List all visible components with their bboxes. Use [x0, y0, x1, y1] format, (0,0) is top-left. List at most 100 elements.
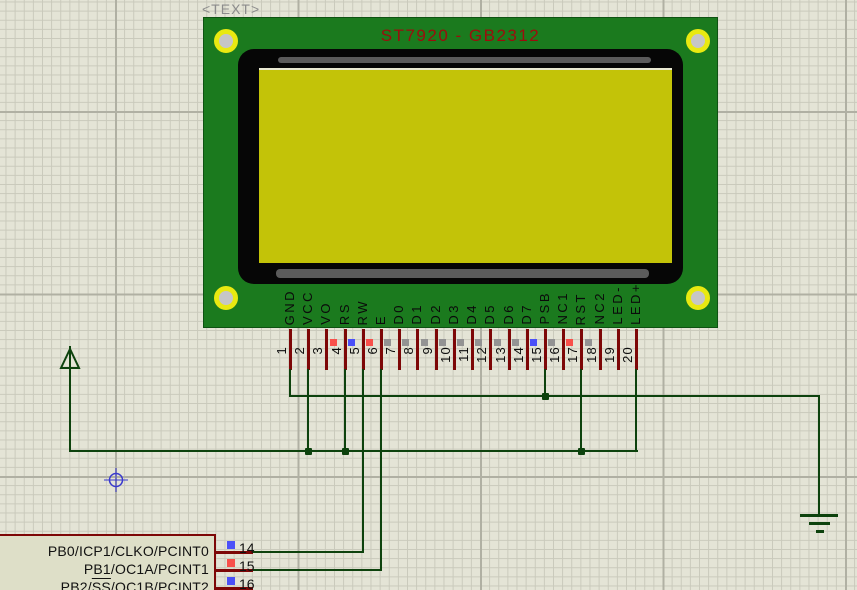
mcu-pin-number: 14: [239, 540, 255, 556]
lcd-pin-name: PSB: [537, 291, 552, 325]
lcd-pin-stub[interactable]: [307, 329, 310, 370]
wire-segment[interactable]: [69, 450, 638, 452]
lcd-pin-stub[interactable]: [617, 329, 620, 370]
lcd-pin-stub[interactable]: [580, 329, 583, 370]
lcd-pin-stub[interactable]: [325, 329, 328, 370]
lcd-pin-number: 18: [584, 346, 599, 363]
lcd-pin-stub[interactable]: [544, 329, 547, 370]
lcd-pin-number: 16: [547, 346, 562, 363]
logic-state-indicator: [402, 339, 409, 346]
lcd-pin-stub[interactable]: [398, 329, 401, 370]
lcd-pin-stub[interactable]: [526, 329, 529, 370]
lcd-pin-number: 5: [347, 346, 362, 355]
lcd-pin-number: 13: [493, 346, 508, 363]
lcd-pin-number: 1: [274, 346, 289, 355]
lcd-pin-stub[interactable]: [344, 329, 347, 370]
lcd-pin-name: LED+: [628, 282, 643, 325]
logic-state-indicator: [566, 339, 573, 346]
lcd-pin-stub[interactable]: [635, 329, 638, 370]
lcd-pin-name: D5: [482, 303, 497, 325]
logic-state-indicator: [227, 559, 235, 567]
lcd-module[interactable]: ST7920 - GB2312: [203, 17, 718, 328]
lcd-pin-number: 7: [383, 346, 398, 355]
lcd-pin-stub[interactable]: [489, 329, 492, 370]
lcd-pin-name: RS: [337, 301, 352, 325]
wire-segment[interactable]: [344, 369, 346, 452]
lcd-pin-stub[interactable]: [562, 329, 565, 370]
lcd-pin-stub[interactable]: [453, 329, 456, 370]
lcd-pin-number: 3: [310, 346, 325, 355]
origin-marker: [104, 468, 128, 492]
logic-state-indicator: [475, 339, 482, 346]
lcd-screen: [259, 68, 672, 263]
wire-junction: [305, 448, 312, 455]
lcd-pin-name: D0: [391, 303, 406, 325]
wire-segment[interactable]: [289, 395, 820, 397]
wire-junction: [542, 393, 549, 400]
lcd-pin-stub[interactable]: [508, 329, 511, 370]
logic-state-indicator: [457, 339, 464, 346]
logic-state-indicator: [548, 339, 555, 346]
wire-segment[interactable]: [544, 369, 546, 396]
lcd-pin-number: 11: [456, 346, 471, 362]
lcd-pin-stub[interactable]: [599, 329, 602, 370]
mcu-pin-stub[interactable]: [216, 551, 253, 554]
lcd-pin-stub[interactable]: [380, 329, 383, 370]
mcu-pin-number: 16: [239, 576, 255, 590]
wire-segment[interactable]: [307, 369, 309, 452]
lcd-pin-number: 6: [365, 346, 380, 355]
wire-segment[interactable]: [635, 369, 637, 452]
text-annotation: <TEXT>: [202, 1, 261, 17]
logic-state-indicator: [330, 339, 337, 346]
lcd-pin-name: D1: [409, 303, 424, 325]
lcd-pin-number: 15: [529, 346, 544, 363]
lcd-pin-name: RW: [355, 298, 370, 325]
mounting-hole: [686, 29, 710, 53]
lcd-pin-stub[interactable]: [471, 329, 474, 370]
wire-segment[interactable]: [289, 369, 291, 397]
lcd-pin-name: D7: [519, 303, 534, 325]
wire-segment[interactable]: [253, 551, 363, 553]
logic-state-indicator: [421, 339, 428, 346]
wire-segment[interactable]: [580, 369, 582, 452]
lcd-pin-number: 14: [511, 346, 526, 363]
lcd-pin-name: D6: [501, 303, 516, 325]
lcd-reflection-stripe: [276, 269, 649, 278]
lcd-pin-name: D3: [446, 303, 461, 325]
logic-state-indicator: [494, 339, 501, 346]
lcd-pin-name: D4: [464, 303, 479, 325]
mounting-hole: [214, 29, 238, 53]
lcd-pin-name: NC2: [592, 291, 607, 325]
mounting-hole: [686, 286, 710, 310]
lcd-reflection-stripe: [278, 57, 651, 63]
lcd-pin-number: 2: [292, 346, 307, 355]
lcd-pin-number: 8: [401, 346, 416, 355]
lcd-pin-stub[interactable]: [362, 329, 365, 370]
lcd-pin-number: 4: [329, 346, 344, 355]
lcd-pin-name: RST: [573, 291, 588, 326]
wire-segment[interactable]: [253, 569, 381, 571]
mcu-pin-name: PB2/SS/OC1B/PCINT2: [60, 579, 209, 590]
wire-segment[interactable]: [818, 395, 820, 516]
lcd-pin-name: E: [373, 313, 388, 325]
lcd-pin-stub[interactable]: [416, 329, 419, 370]
wire-segment[interactable]: [380, 369, 382, 571]
logic-state-indicator: [384, 339, 391, 346]
logic-state-indicator: [439, 339, 446, 346]
lcd-pin-stub[interactable]: [435, 329, 438, 370]
logic-state-indicator: [366, 339, 373, 346]
mcu-pin-stub[interactable]: [216, 569, 253, 572]
mcu-pin-stub[interactable]: [216, 587, 253, 590]
lcd-pin-stub[interactable]: [289, 329, 292, 370]
lcd-pin-number: 9: [420, 346, 435, 355]
wire-junction: [578, 448, 585, 455]
wire-segment[interactable]: [362, 369, 364, 553]
lcd-pin-name: LED-: [610, 285, 625, 325]
lcd-title: ST7920 - GB2312: [380, 26, 541, 45]
wire-segment[interactable]: [69, 351, 71, 452]
lcd-pin-name: D2: [428, 303, 443, 325]
lcd-pin-number: 20: [620, 346, 635, 363]
lcd-pin-name: VCC: [300, 290, 315, 325]
